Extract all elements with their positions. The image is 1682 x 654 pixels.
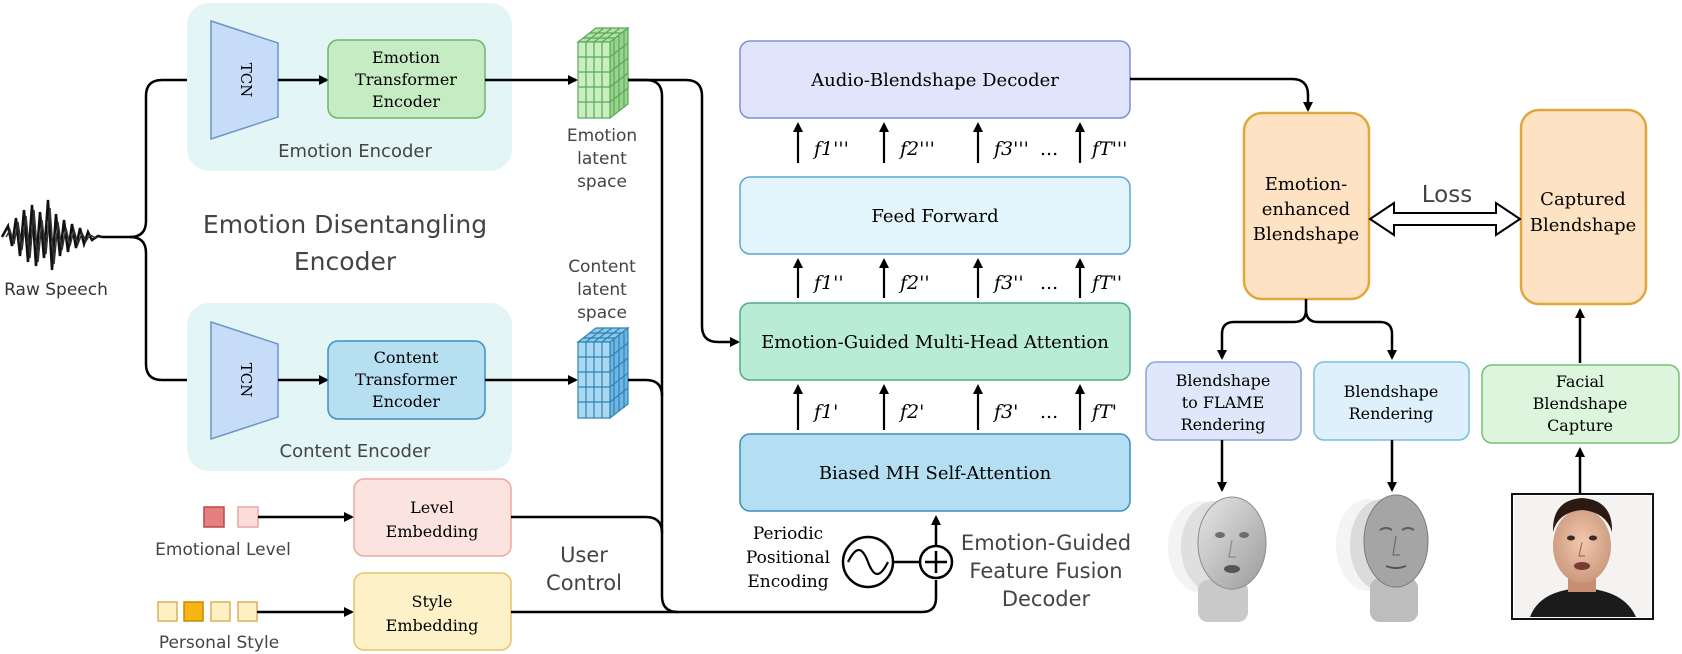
content-latent-line2: latent: [577, 280, 627, 300]
emotion-latent-cube: [576, 26, 630, 120]
facial-capture-line3: Capture: [1547, 416, 1613, 435]
content-transformer-line2: Transformer: [355, 370, 457, 389]
content-encoder-title: Content Encoder: [280, 441, 431, 462]
rendering-line1: Blendshape: [1344, 382, 1439, 401]
feature-ellipsis-row1: ...: [1040, 138, 1058, 160]
feature-f3-triple: f3''': [992, 138, 1029, 160]
flame-line2: to FLAME: [1182, 393, 1265, 412]
feature-ellipsis-row2: ...: [1040, 272, 1058, 294]
feature-f2-single: f2': [898, 401, 924, 423]
emotional-level-label: Emotional Level: [155, 540, 291, 560]
feature-arrows: [793, 122, 1085, 430]
personal-style-squares: [157, 601, 258, 622]
add-operator-icon: [918, 544, 954, 580]
raw-speech-waveform: [0, 199, 103, 271]
periodic-encoding-line1: Periodic: [753, 524, 823, 544]
feature-fT-triple: fT''': [1090, 138, 1127, 160]
style-embedding-line2: Embedding: [386, 616, 479, 635]
feature-f1-triple: f1''': [812, 138, 849, 160]
emotion-latent-line2: latent: [577, 149, 627, 169]
decoder-title-line1: Emotion-Guided: [961, 531, 1131, 555]
raw-speech-label: Raw Speech: [4, 280, 108, 300]
content-latent-line3: space: [577, 303, 627, 323]
content-transformer-line1: Content: [374, 348, 439, 367]
content-latent-cube: [576, 326, 630, 420]
audio-blendshape-decoder-label: Audio-Blendshape Decoder: [810, 70, 1059, 91]
flame-line3: Rendering: [1181, 415, 1266, 434]
decoder-title-line3: Decoder: [1002, 587, 1091, 611]
emotion-encoder-title: Emotion Encoder: [278, 141, 432, 162]
rendering-line2: Rendering: [1349, 404, 1434, 423]
emotional-level-squares: [203, 506, 259, 528]
captured-blendshape: [1519, 108, 1648, 306]
captured-face-photo: [1511, 493, 1654, 620]
feature-f1-double: f1'': [812, 272, 844, 294]
biased-self-attention-label: Biased MH Self-Attention: [819, 463, 1052, 484]
feature-labels-row2: f1'' f2'' f3'' ... fT'': [812, 272, 1122, 294]
facial-capture-line1: Facial: [1556, 372, 1604, 391]
user-control-line2: Control: [546, 571, 622, 595]
content-tcn-block: [210, 320, 279, 441]
facial-capture-line2: Blendshape: [1533, 394, 1628, 413]
emotion-guided-attention-block: [739, 302, 1131, 381]
level-embedding-box: [353, 478, 512, 557]
flame-head-render: [1168, 496, 1267, 622]
feature-f2-triple: f2''': [898, 138, 935, 160]
emotion-enhanced-line2: enhanced: [1262, 199, 1350, 220]
emotion-transformer-line1: Emotion: [372, 48, 440, 67]
personal-style-label: Personal Style: [159, 633, 279, 653]
feature-fT-single: fT': [1090, 401, 1117, 423]
emotion-transformer-line2: Transformer: [355, 70, 457, 89]
blendshape-head-render: [1336, 494, 1429, 622]
content-latent-line1: Content: [568, 257, 636, 277]
periodic-encoding-line3: Encoding: [747, 572, 828, 592]
emotion-enhanced-line3: Blendshape: [1253, 224, 1360, 245]
emotion-enhanced-line1: Emotion-: [1265, 174, 1348, 195]
feature-ellipsis-row3: ...: [1040, 401, 1058, 423]
captured-blendshape-line1: Captured: [1540, 189, 1626, 210]
periodic-encoding-line2: Positional: [746, 548, 830, 568]
feature-f3-single: f3': [992, 401, 1018, 423]
feature-f3-double: f3'': [992, 272, 1024, 294]
emotion-guided-attention-label: Emotion-Guided Multi-Head Attention: [761, 332, 1109, 353]
emotion-latent-line1: Emotion: [567, 126, 637, 146]
feature-labels-row3: f1' f2' f3' ... fT': [812, 401, 1117, 423]
emotion-tcn-label: TCN: [237, 63, 255, 98]
blendshape-rendering-box: [1313, 361, 1470, 441]
feed-forward-block: [739, 176, 1131, 255]
feature-f2-double: f2'': [898, 272, 930, 294]
disentangling-title-line2: Encoder: [294, 247, 397, 276]
style-embedding-line1: Style: [411, 592, 452, 611]
facial-capture-box: [1481, 364, 1680, 444]
biased-self-attention-block: [739, 433, 1131, 512]
feature-f1-single: f1': [812, 401, 838, 423]
loss-label: Loss: [1422, 182, 1472, 208]
emotion-latent-line3: space: [577, 172, 627, 192]
disentangling-title-line1: Emotion Disentangling: [203, 210, 487, 239]
feed-forward-label: Feed Forward: [871, 206, 998, 227]
emotion-transformer-line3: Encoder: [372, 92, 440, 111]
style-embedding-box: [353, 572, 512, 651]
content-tcn-label: TCN: [237, 363, 255, 398]
sine-wave-icon: [841, 535, 895, 589]
flame-line1: Blendshape: [1176, 371, 1271, 390]
user-control-line1: User: [560, 543, 608, 567]
emotion-tcn-block: [210, 19, 279, 141]
blendshape-to-flame-box: [1145, 361, 1302, 441]
content-transformer-line3: Encoder: [372, 392, 440, 411]
decoder-title-line2: Feature Fusion: [969, 559, 1122, 583]
feature-fT-double: fT'': [1090, 272, 1122, 294]
feature-labels-row1: f1''' f2''' f3''' ... fT''': [812, 138, 1127, 160]
level-embedding-line1: Level: [410, 498, 454, 517]
captured-blendshape-line2: Blendshape: [1530, 215, 1637, 236]
level-embedding-line2: Embedding: [386, 522, 479, 541]
